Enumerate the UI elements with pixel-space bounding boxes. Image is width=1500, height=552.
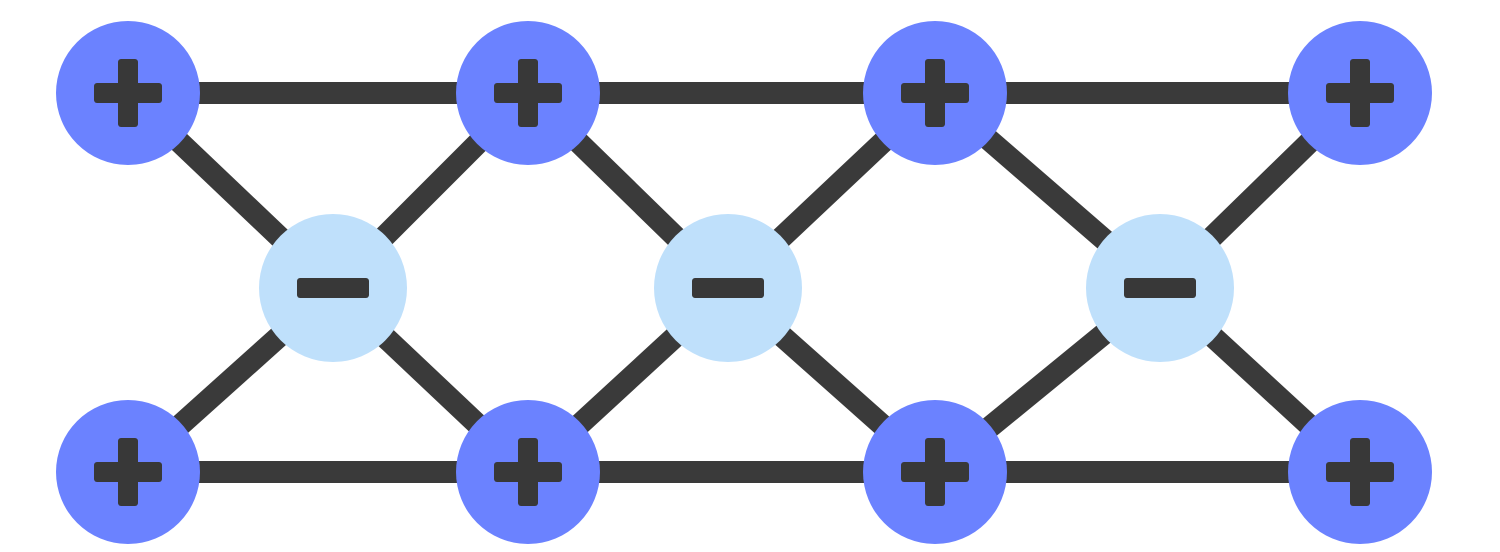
minus-icon	[1124, 278, 1196, 298]
plus-icon	[1326, 438, 1394, 506]
positive-ion-p6	[456, 400, 600, 544]
plus-icon	[901, 438, 969, 506]
negative-ion-n3	[1086, 214, 1234, 362]
plus-icon	[1326, 59, 1394, 127]
positive-ion-p8	[1288, 400, 1432, 544]
positive-ion-p7	[863, 400, 1007, 544]
plus-icon	[494, 438, 562, 506]
negative-ion-n2	[654, 214, 802, 362]
negative-ion-n1	[259, 214, 407, 362]
minus-icon	[297, 278, 369, 298]
positive-ion-p1	[56, 21, 200, 165]
plus-icon	[494, 59, 562, 127]
ions-layer	[56, 21, 1432, 544]
positive-ion-p2	[456, 21, 600, 165]
positive-ion-p5	[56, 400, 200, 544]
plus-icon	[94, 59, 162, 127]
plus-icon	[901, 59, 969, 127]
plus-icon	[94, 438, 162, 506]
positive-ion-p4	[1288, 21, 1432, 165]
minus-icon	[692, 278, 764, 298]
positive-ion-p3	[863, 21, 1007, 165]
